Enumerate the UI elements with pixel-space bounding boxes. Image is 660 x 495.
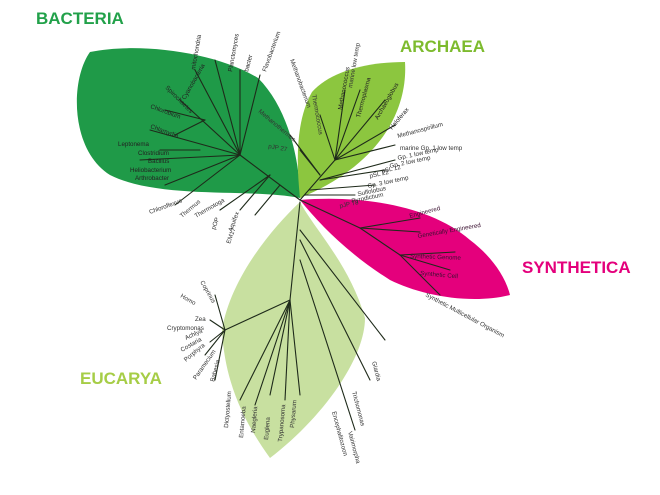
branch — [214, 329, 226, 381]
label-zea: Zea — [195, 316, 206, 323]
bacteria-leaf — [76, 48, 300, 199]
label-encephalitozoon: Encephalitozoon — [330, 411, 349, 458]
branch — [359, 227, 401, 256]
branch — [139, 154, 241, 161]
label-homo: Homo — [179, 293, 197, 308]
label-psl12: pSL 12 — [381, 164, 402, 175]
label-euglena: Euglena — [263, 416, 272, 440]
branch — [359, 227, 421, 233]
branch — [209, 329, 226, 343]
branch — [214, 59, 241, 156]
title-archaea: ARCHAEA — [400, 37, 485, 56]
branch — [299, 259, 356, 431]
label-babesia: Babesia — [209, 359, 222, 383]
branch — [399, 251, 456, 256]
branch — [334, 99, 386, 161]
branch — [319, 159, 396, 181]
branch — [334, 89, 346, 161]
branch — [239, 74, 261, 156]
label-flavobacterium: Flavobacterium — [261, 31, 282, 73]
archaea-leaf — [297, 62, 406, 198]
label-cryptomonas: Cryptomonas — [167, 325, 204, 332]
branch — [319, 114, 336, 161]
label-naegleria: Naegleria — [250, 406, 259, 434]
tree-branches — [139, 59, 456, 431]
branch — [224, 299, 291, 331]
title-synthetica: SYNTHETICA — [522, 258, 631, 277]
branch — [289, 201, 301, 301]
branch — [209, 319, 226, 331]
label-entamoeba: Entamoeba — [238, 405, 248, 438]
label-arthrobacter: Arthrobacter — [135, 175, 169, 182]
branch — [334, 144, 396, 161]
label-bacter: bacter — [243, 54, 254, 72]
label-bacillus: Bacillus — [148, 158, 169, 165]
branch — [309, 184, 376, 191]
branch — [334, 89, 361, 161]
label-leptonema: Leptonema — [118, 141, 150, 148]
label-synthetic-cell: Synthetic Cell — [420, 270, 458, 280]
branch — [334, 124, 396, 161]
label-pjp78: pJP 78 — [339, 199, 360, 210]
branch — [399, 254, 441, 296]
branch — [289, 299, 301, 396]
branch — [319, 169, 386, 181]
label-psl22: pSL 22 — [369, 169, 390, 180]
label-planctomyces: Planctomyces — [227, 33, 241, 72]
label-chloroflexus: Chloroflexus — [148, 198, 183, 216]
label-marine-gp1: marine Gp. 1 low temp — [400, 145, 463, 152]
title-eucarya: EUCARYA — [80, 369, 162, 388]
branch — [149, 129, 241, 156]
label-clostridium: Clostridium — [138, 150, 169, 157]
label-pjp27: pJP 27 — [268, 143, 289, 153]
branch — [164, 154, 241, 186]
branch — [214, 294, 226, 331]
label-synthetic-genome: Synthetic Genome — [410, 253, 462, 262]
label-pop: pOP — [210, 217, 221, 231]
branch — [174, 154, 241, 206]
branch — [174, 119, 206, 136]
label-vairimorpha: Vairimorpha — [346, 431, 361, 465]
label-coprinus: Coprinus — [198, 280, 216, 305]
branch — [284, 299, 291, 401]
branch — [359, 217, 421, 229]
label-methanospirillum: Methanospirillum — [397, 121, 444, 140]
branch — [179, 99, 241, 156]
label-heliobacterium: Heliobacterium — [130, 167, 171, 174]
branch — [239, 299, 291, 401]
label-dictyostelium: Dictyostelium — [223, 391, 233, 428]
branch — [299, 239, 371, 381]
branch — [299, 149, 321, 176]
branch — [299, 159, 336, 201]
branch — [239, 174, 271, 211]
branch — [239, 154, 301, 201]
branch — [204, 329, 226, 356]
label-giardia: Giardia — [370, 361, 382, 383]
synthetica-leaf — [300, 198, 510, 300]
label-methanobacterium: Methanobacterium — [288, 58, 312, 109]
branch — [219, 174, 271, 211]
branch — [254, 299, 291, 406]
branch — [299, 229, 386, 341]
branch — [254, 184, 281, 216]
branch — [269, 299, 291, 396]
branch — [299, 199, 361, 229]
branch — [399, 254, 451, 271]
label-physarum: Physarum — [289, 400, 298, 428]
branch — [194, 69, 241, 156]
label-trypanosoma: Trypanosoma — [277, 404, 287, 443]
branch — [164, 109, 206, 121]
title-bacteria: BACTERIA — [36, 9, 124, 28]
